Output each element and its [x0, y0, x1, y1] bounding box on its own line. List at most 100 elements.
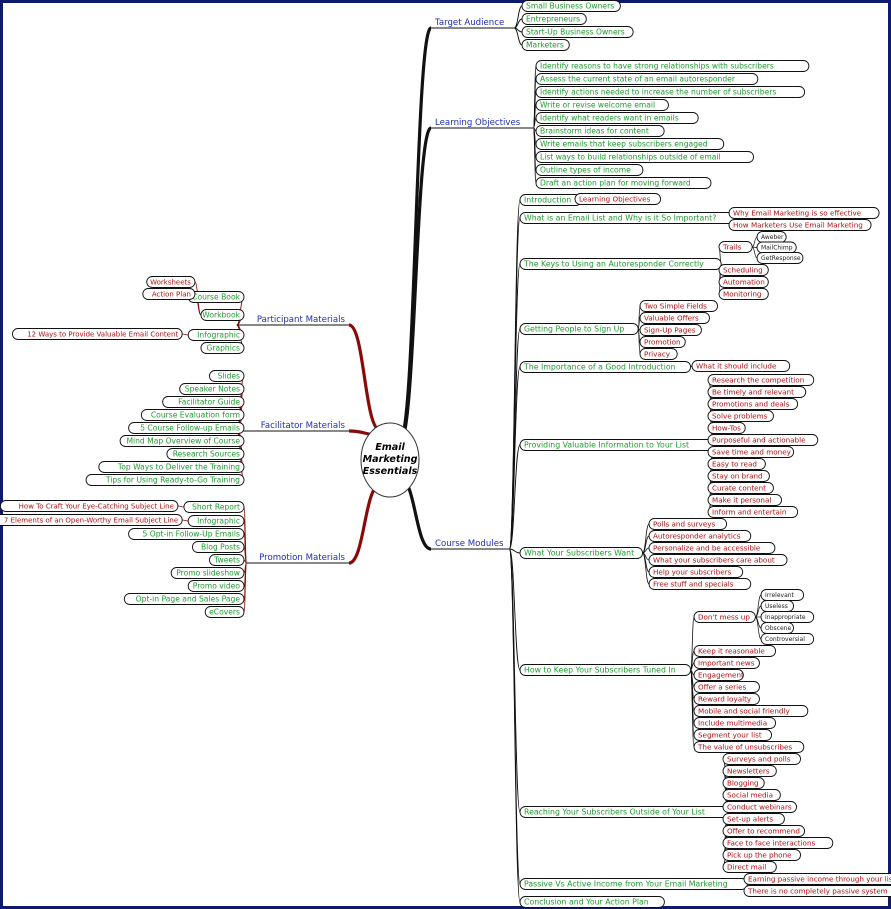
topic-5-course-follow-up-emails[interactable]: 5 Course Follow-up Emails — [128, 422, 245, 434]
topic-easy-to-read[interactable]: Easy to read — [707, 458, 766, 470]
topic-introduction[interactable]: Introduction — [519, 194, 582, 206]
topic-irrelevant[interactable]: Irrelevant — [760, 589, 805, 601]
topic-make-it-personal[interactable]: Make it personal — [707, 494, 782, 506]
topic-ecovers[interactable]: eCovers — [204, 606, 245, 618]
branch-participant-materials[interactable]: Participant Materials — [236, 315, 349, 326]
topic-short-report[interactable]: Short Report — [183, 501, 245, 513]
topic-workbook[interactable]: Workbook — [200, 309, 245, 321]
topic-important-news[interactable]: Important news — [693, 657, 760, 669]
topic-trails[interactable]: Trails — [718, 241, 753, 253]
topic-12-ways-to-provide-valuable-email-content[interactable]: 12 Ways to Provide Valuable Email Conten… — [12, 328, 183, 340]
topic-offer-to-recommend[interactable]: Offer to recommend — [722, 825, 806, 837]
topic-promo-video[interactable]: Promo video — [187, 580, 245, 592]
topic-what-it-should-include[interactable]: What it should include — [691, 360, 791, 372]
topic-identify-reasons-to-have-strong-relationships-with-subscribers[interactable]: Identify reasons to have strong relation… — [535, 60, 810, 72]
topic-reaching-your-subscribers-outside-of-your-list[interactable]: Reaching Your Subscribers Outside of You… — [519, 806, 731, 818]
topic-how-to-keep-your-subscribers-tuned-in[interactable]: How to Keep Your Subscribers Tuned In — [519, 664, 692, 676]
topic-write-emails-that-keep-subscribers-engaged[interactable]: Write emails that keep subscribers engag… — [535, 138, 725, 150]
branch-target-audience[interactable]: Target Audience — [431, 18, 515, 29]
topic-tweets[interactable]: Tweets — [209, 554, 245, 566]
topic-infographic[interactable]: Infographic — [187, 515, 245, 527]
topic-getresponse[interactable]: GetResponse — [756, 252, 804, 264]
topic-engagement[interactable]: Engagement — [693, 669, 744, 681]
topic-worksheets[interactable]: Worksheets — [146, 276, 196, 288]
topic-what-your-subscribers-want[interactable]: What Your Subscribers Want — [519, 547, 644, 559]
topic-write-or-revise-welcome-email[interactable]: Write or revise welcome email — [535, 99, 669, 111]
branch-learning-objectives[interactable]: Learning Objectives — [431, 118, 534, 129]
topic-blog-posts[interactable]: Blog Posts — [191, 541, 245, 553]
topic-controversial[interactable]: Controversial — [760, 633, 815, 645]
topic-identify-actions-needed-to-increase-the-number-of-subscribers[interactable]: Identify actions needed to increase the … — [535, 86, 806, 98]
topic-entrepreneurs[interactable]: Entrepreneurs — [521, 13, 587, 25]
topic-action-plan[interactable]: Action Plan — [142, 288, 196, 300]
topic-outline-types-of-income[interactable]: Outline types of income — [535, 164, 644, 176]
topic-inform-and-entertain[interactable]: Inform and entertain — [707, 506, 799, 518]
topic-promo-slideshow[interactable]: Promo slideshow — [170, 567, 245, 579]
topic-mailchimp[interactable]: MailChimp — [756, 241, 797, 254]
topic-the-keys-to-using-an-autoresponder-correctly[interactable]: The Keys to Using an Autoresponder Corre… — [519, 258, 722, 270]
topic-solve-problems[interactable]: Solve problems — [707, 410, 774, 422]
topic-learning-objectives[interactable]: Learning Objectives — [574, 193, 662, 205]
branch-course-modules[interactable]: Course Modules — [431, 539, 510, 550]
topic-providing-valuable-information-to-your-list[interactable]: Providing Valuable Information to Your L… — [519, 439, 718, 451]
topic-why-email-marketing-is-so-effective[interactable]: Why Email Marketing is so effective — [728, 207, 880, 219]
topic-surveys-and-polls[interactable]: Surveys and polls — [722, 753, 801, 765]
topic-purposeful-and-actionable[interactable]: Purposeful and actionable — [707, 434, 819, 446]
topic-aweber[interactable]: Aweber — [756, 231, 787, 243]
topic-don-t-mess-up[interactable]: Don't mess up — [693, 611, 756, 623]
topic-curate-content[interactable]: Curate content — [707, 482, 774, 494]
topic-what-is-an-email-list-and-why-is-it-so-important[interactable]: What is an Email List and Why is it So I… — [519, 212, 744, 224]
topic-be-timely-and-relevant[interactable]: Be timely and relevant — [707, 386, 807, 398]
topic-research-sources[interactable]: Research Sources — [166, 448, 245, 460]
topic-what-your-subscribers-care-about[interactable]: What your subscribers care about — [648, 554, 788, 566]
topic-help-your-subscribers[interactable]: Help your subscribers — [648, 566, 744, 578]
topic-getting-people-to-sign-up[interactable]: Getting People to Sign Up — [519, 323, 639, 335]
topic-marketers[interactable]: Marketers — [521, 39, 570, 51]
topic-list-ways-to-build-relationships-outside-of-email[interactable]: List ways to build relationships outside… — [535, 151, 754, 163]
topic-two-simple-fields[interactable]: Two Simple Fields — [639, 300, 718, 312]
topic-scheduling[interactable]: Scheduling — [718, 264, 769, 276]
topic-include-multimedia[interactable]: Include multimedia — [693, 717, 777, 729]
topic-useless[interactable]: Useless — [760, 600, 794, 612]
topic-face-to-face-interactions[interactable]: Face to face interactions — [722, 837, 834, 849]
topic-direct-mail[interactable]: Direct mail — [722, 861, 777, 873]
topic-7-elements-of-an-open-worthy-email-subject-line[interactable]: 7 Elements of an Open-Worthy Email Subje… — [0, 514, 183, 526]
topic-opt-in-page-and-sales-page[interactable]: Opt-in Page and Sales Page — [123, 593, 245, 605]
topic-passive-vs-active-income-from-your-email-marketing[interactable]: Passive Vs Active Income from Your Email… — [519, 878, 748, 890]
topic-segment-your-list[interactable]: Segment your list — [693, 729, 772, 741]
topic-mobile-and-social-friendly[interactable]: Mobile and social friendly — [693, 705, 809, 717]
topic-save-time-and-money[interactable]: Save time and money — [707, 446, 795, 458]
topic-reward-loyalty[interactable]: Reward loyalty — [693, 693, 760, 705]
topic-promotion[interactable]: Promotion — [639, 336, 686, 348]
topic-offer-a-series[interactable]: Offer a series — [693, 681, 760, 693]
topic-assess-the-current-state-of-an-email-autoresponder[interactable]: Assess the current state of an email aut… — [535, 73, 759, 85]
topic-inappropriate[interactable]: Inappropriate — [760, 611, 815, 623]
topic-slides[interactable]: Slides — [209, 370, 245, 382]
topic-earning-passive-income-through-your-list[interactable]: Earning passive income through your list — [743, 873, 891, 885]
topic-personalize-and-be-accessible[interactable]: Personalize and be accessible — [648, 542, 776, 554]
topic-keep-it-reasonable[interactable]: Keep it reasonable — [693, 645, 777, 657]
topic-set-up-alerts[interactable]: Set-up alerts — [722, 813, 785, 825]
topic-research-the-competition[interactable]: Research the competition — [707, 374, 815, 386]
topic-speaker-notes[interactable]: Speaker Notes — [179, 383, 245, 395]
topic-there-is-no-completely-passive-system[interactable]: There is no completely passive system — [743, 885, 891, 897]
topic-privacy[interactable]: Privacy — [639, 348, 678, 360]
topic-graphics[interactable]: Graphics — [200, 342, 245, 354]
topic-social-media[interactable]: Social media — [722, 789, 781, 801]
topic-obscene[interactable]: Obscene — [760, 622, 794, 634]
topic-how-tos[interactable]: How-Tos — [707, 422, 746, 434]
topic-the-value-of-unsubscribes[interactable]: The value of unsubscribes — [693, 741, 805, 753]
topic-how-marketers-use-email-marketing[interactable]: How Marketers Use Email Marketing — [728, 219, 872, 231]
topic-valuable-offers[interactable]: Valuable Offers — [639, 312, 710, 324]
topic-tips-for-using-ready-to-go-training[interactable]: Tips for Using Ready-to-Go Training — [85, 474, 245, 486]
topic-infographic[interactable]: Infographic — [187, 329, 245, 341]
topic-course-book[interactable]: Course Book — [187, 291, 245, 303]
branch-promotion-materials[interactable]: Promotion Materials — [246, 553, 349, 564]
topic-monitoring[interactable]: Monitoring — [718, 288, 769, 300]
topic-conduct-webinars[interactable]: Conduct webinars — [722, 801, 797, 813]
branch-facilitator-materials[interactable]: Facilitator Materials — [236, 421, 349, 432]
topic-automation[interactable]: Automation — [718, 276, 769, 288]
topic-how-to-craft-your-eye-catching-subject-line[interactable]: How To Craft Your Eye-Catching Subject L… — [0, 500, 179, 512]
topic-free-stuff-and-specials[interactable]: Free stuff and specials — [648, 578, 752, 590]
